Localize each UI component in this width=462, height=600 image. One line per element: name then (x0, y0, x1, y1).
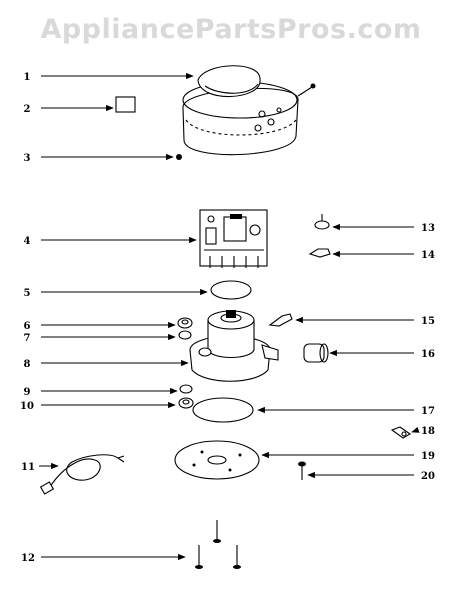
part-number-16: 16 (421, 349, 435, 360)
part-number-8: 8 (24, 359, 31, 370)
part-11-power-cord (39, 454, 125, 495)
part-number-7: 7 (24, 333, 31, 344)
part-15-terminal (268, 313, 293, 327)
part-7-nut (178, 330, 192, 340)
part-13-clip (314, 214, 330, 230)
part-number-3: 3 (24, 153, 31, 164)
part-number-11: 11 (21, 462, 35, 473)
part-number-6: 6 (24, 321, 31, 332)
part-number-19: 19 (421, 451, 435, 462)
part-number-17: 17 (421, 406, 435, 417)
part-number-13: 13 (421, 223, 435, 234)
part-number-1: 1 (24, 72, 31, 83)
part-number-4: 4 (24, 236, 31, 247)
part-2-label (115, 96, 136, 113)
part-number-18: 18 (421, 426, 435, 437)
part-9-grommet (179, 384, 193, 394)
part-number-5: 5 (24, 288, 31, 299)
part-1-housing-cover (182, 65, 316, 156)
part-19-base-plate (174, 440, 260, 480)
part-18-clamp (390, 426, 412, 439)
part-number-14: 14 (421, 250, 435, 261)
part-20-screw (298, 461, 306, 480)
part-labels: 1 2 3 4 5 6 7 8 9 10 11 12 13 14 15 16 1… (20, 72, 435, 564)
part-10-nut (178, 397, 194, 409)
part-number-15: 15 (421, 316, 435, 327)
part-number-9: 9 (24, 387, 31, 398)
part-5-gasket (210, 280, 252, 300)
part-number-20: 20 (421, 471, 435, 482)
part-8-motor (189, 310, 279, 382)
part-14-terminal (308, 248, 331, 258)
part-number-12: 12 (21, 553, 35, 564)
leader-18 (411, 426, 420, 433)
part-6-grommet (177, 317, 193, 329)
part-4-circuit-board (199, 209, 268, 268)
part-12-legs (195, 520, 241, 569)
part-number-10: 10 (20, 401, 34, 412)
leader-arrows (39, 72, 420, 561)
part-number-2: 2 (24, 104, 31, 115)
part-17-o-ring (192, 397, 254, 423)
part-16-sleeve (303, 343, 329, 363)
part-3-screw (176, 154, 182, 160)
